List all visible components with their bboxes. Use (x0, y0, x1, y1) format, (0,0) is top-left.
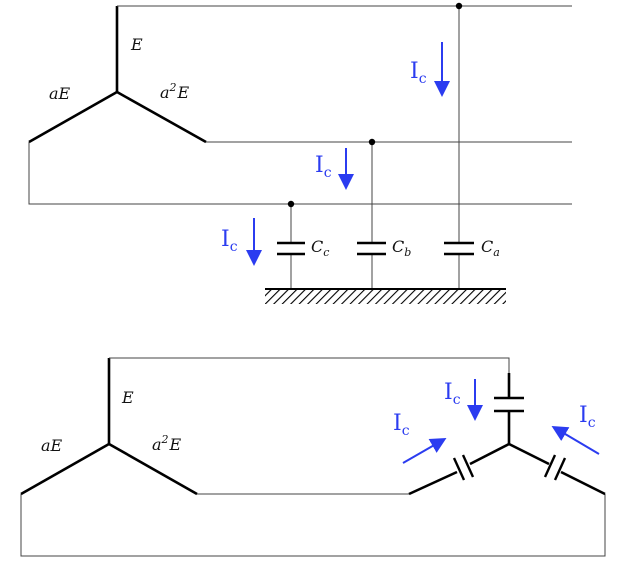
capacitor-a (444, 241, 474, 256)
label-a2e-top: a2E (160, 81, 190, 102)
top-circuit: E aE a2E Cc Cb Ca Ic Ic Ic (28, 2, 572, 304)
capacitor-load-top (494, 396, 524, 413)
current-arrow-load-left (402, 438, 447, 464)
label-a2e-bottom: a2E (152, 433, 182, 454)
load-star (408, 373, 606, 496)
label-ae-bottom: aE (41, 436, 63, 455)
junction-dot-a (455, 2, 463, 10)
wires-bottom (20, 357, 606, 557)
capacitor-load-left (452, 454, 475, 481)
bottom-circuit: E aE a2E Ic Ic Ic (20, 357, 606, 557)
current-arrow-load-right (551, 425, 600, 455)
ground-hatch-icon (265, 288, 506, 304)
label-cap-a: Ca (481, 237, 500, 259)
capacitor-c (277, 241, 305, 256)
junction-dot-b (368, 138, 376, 146)
current-label-load-left: Ic (393, 411, 410, 439)
capacitor-b (357, 241, 386, 256)
label-ae-top: aE (49, 84, 71, 103)
source-star-bottom (20, 358, 198, 496)
label-e-top: E (130, 35, 143, 54)
wires-top (28, 5, 572, 289)
capacitor-load-right (543, 454, 567, 481)
label-cap-b: Cb (392, 237, 411, 259)
source-star-top (28, 6, 207, 144)
current-label-load-top: Ic (444, 380, 461, 408)
current-label-load-right: Ic (579, 403, 596, 431)
label-cap-c: Cc (311, 237, 329, 259)
junction-dot-c (287, 200, 295, 208)
current-label-a: Ic (410, 59, 427, 87)
current-label-b: Ic (315, 153, 332, 181)
current-label-c: Ic (221, 227, 238, 255)
label-e-bottom: E (121, 388, 134, 407)
